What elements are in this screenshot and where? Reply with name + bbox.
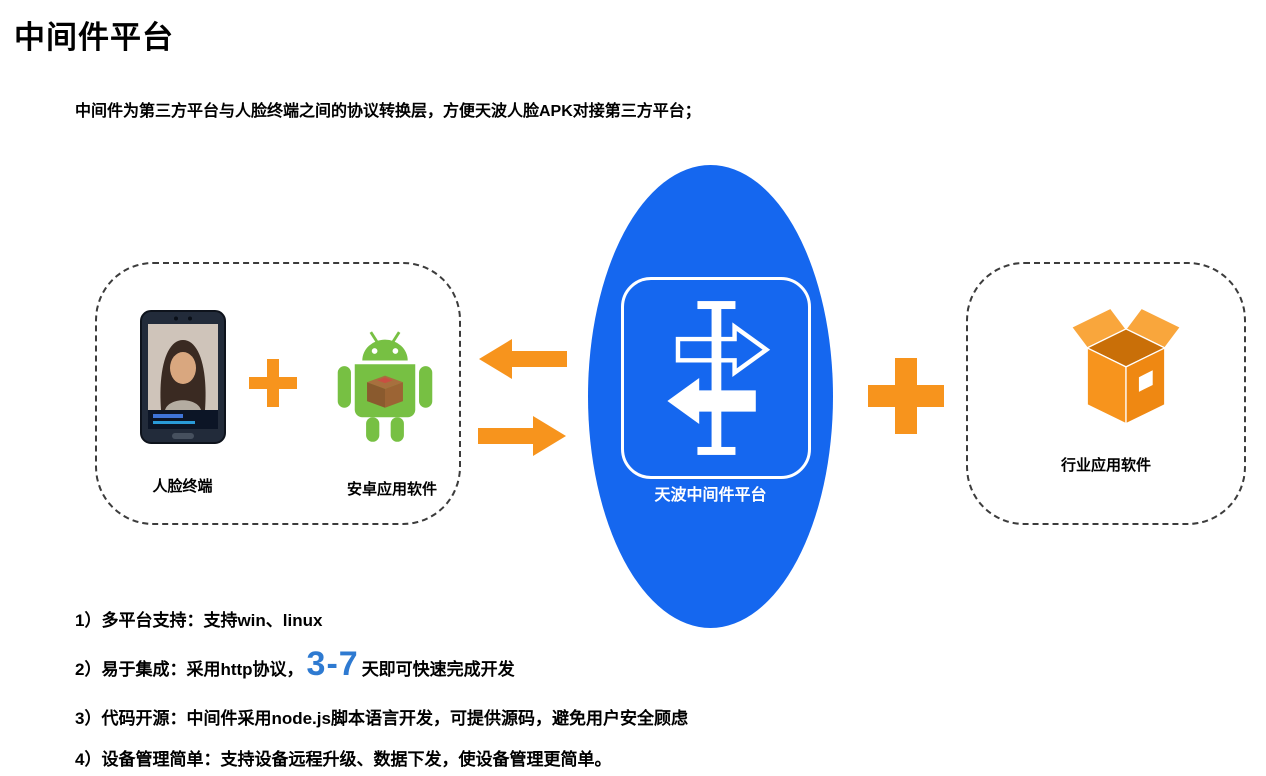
feature-highlight: 3-7: [306, 645, 359, 683]
plus-icon: [868, 358, 944, 434]
android-robot-icon: [333, 328, 437, 449]
page-description: 中间件为第三方平台与人脸终端之间的协议转换层，方便天波人脸APK对接第三方平台；: [75, 103, 701, 120]
device-group-box: 人脸终端 安卓应用软件: [95, 262, 461, 525]
arrow-right-icon: [478, 416, 566, 456]
feature-item-1: 1）多平台支持：支持win、linux: [75, 606, 328, 631]
plus-icon: [249, 359, 297, 407]
feature-item-3: 3）代码开源：中间件采用node.js脚本语言开发，可提供源码，避免用户安全顾虑: [75, 704, 694, 729]
industry-group-box: 行业应用软件: [966, 262, 1246, 525]
signpost-frame: [621, 277, 811, 479]
middleware-platform-ellipse: 天波中间件平台: [588, 165, 833, 628]
middleware-platform-label: 天波中间件平台: [654, 487, 767, 504]
feature-item-4: 4）设备管理简单：支持设备远程升级、数据下发，使设备管理更简单。: [75, 745, 617, 770]
feature-text: 2）易于集成：采用http协议，: [75, 660, 304, 679]
arrow-left-icon: [479, 339, 567, 379]
page-title: 中间件平台: [14, 20, 174, 55]
industry-app-label: 行业应用软件: [1060, 457, 1151, 474]
signpost-icon: [632, 286, 800, 475]
face-terminal-icon: [140, 310, 226, 449]
android-app-label: 安卓应用软件: [346, 481, 437, 498]
feature-text: 4）设备管理简单：支持设备远程升级、数据下发，使设备管理更简单。: [75, 750, 612, 769]
face-terminal-label: 人脸终端: [152, 478, 213, 495]
package-box-icon: [1070, 300, 1182, 437]
feature-text: 天即可快速完成开发: [361, 660, 515, 679]
feature-text: 3）代码开源：中间件采用node.js脚本语言开发，可提供源码，避免用户安全顾虑: [75, 709, 688, 728]
feature-text: 1）多平台支持：支持win、linux: [75, 611, 323, 630]
